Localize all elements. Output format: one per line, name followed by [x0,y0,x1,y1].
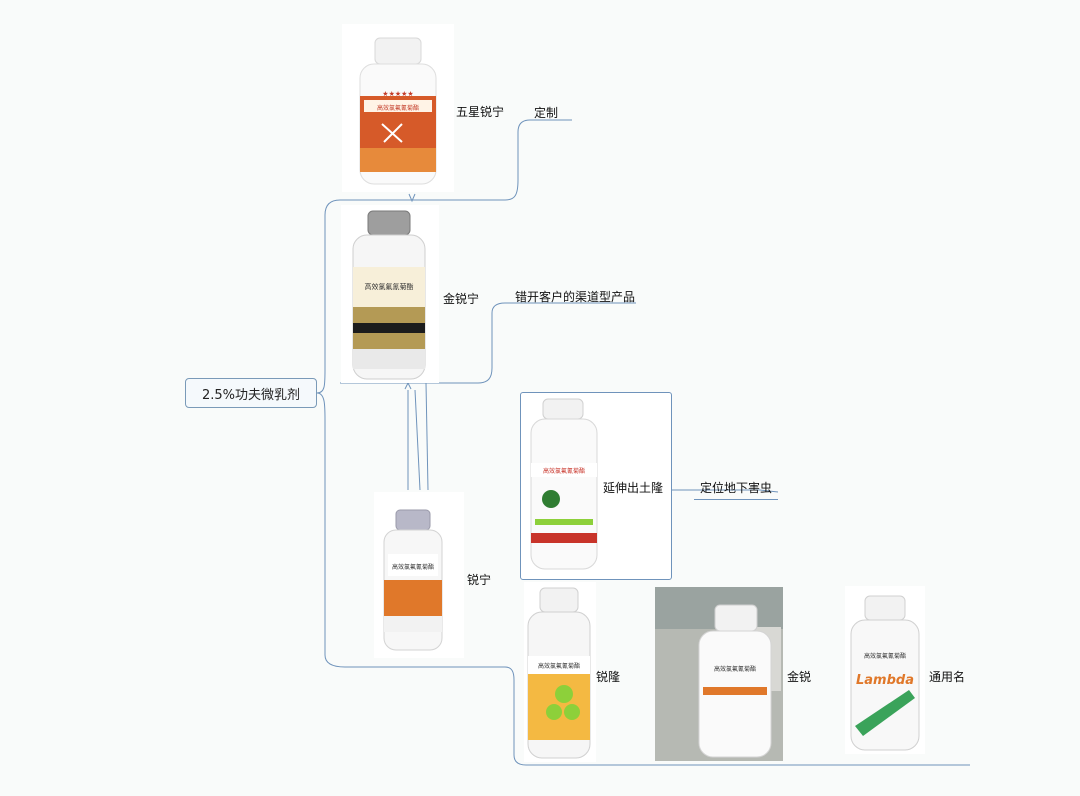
jin-ruining-name-label: 金锐宁 [443,292,480,306]
jinrui-name-label: 金锐 [787,670,812,684]
ruilong-photo: 高效氯氟氰菊酯 [524,582,596,762]
ruilong-name-label: 锐隆 [596,670,621,684]
ruining-name-label: 锐宁 [467,573,492,587]
generic-brand-text: Lambda [856,673,914,688]
jin-ruining-note-label: 错开客户的渠道型产品 [515,290,636,304]
ruilong-bottle-text: 高效氯氟氰菊酯 [538,662,580,670]
root-label: 2.5%功夫微乳剂 [201,387,301,403]
root-node[interactable]: 2.5%功夫微乳剂 [185,378,317,408]
wuxing-stars: ★★★★★ [382,90,413,98]
jin-ruining-bottle-text: 高效氯氟氰菊酯 [365,282,414,291]
tulong-bottle-text: 高效氯氟氰菊酯 [543,467,585,475]
ruining-photo: 高效氯氟氰菊酯 [374,492,464,658]
tulong-note-label: 定位地下害虫 [694,479,779,500]
generic-name-photo: 高效氯氟氰菊酯 Lambda [845,586,925,754]
wuxing-ruining-photo: 高效氯氟氰菊酯 ★★★★★ [342,24,454,192]
ruining-bottle-text: 高效氯氟氰菊酯 [392,563,434,571]
tulong-callout: 高效氯氟氰菊酯 延伸出土隆 [520,392,672,580]
generic-bottle-text: 高效氯氟氰菊酯 [864,652,906,660]
wuxing-name-label: 五星锐宁 [456,105,505,119]
jinrui-bottle-text: 高效氯氟氰菊酯 [714,665,756,673]
wuxing-bottle-text: 高效氯氟氰菊酯 [377,104,419,112]
jin-ruining-photo: 高效氯氟氰菊酯 [341,205,439,383]
tulong-name-label: 延伸出土隆 [603,481,664,495]
generic-name-label: 通用名 [929,670,966,684]
wuxing-note-label: 定制 [534,106,559,120]
jinrui-photo: 高效氯氟氰菊酯 [655,587,783,761]
